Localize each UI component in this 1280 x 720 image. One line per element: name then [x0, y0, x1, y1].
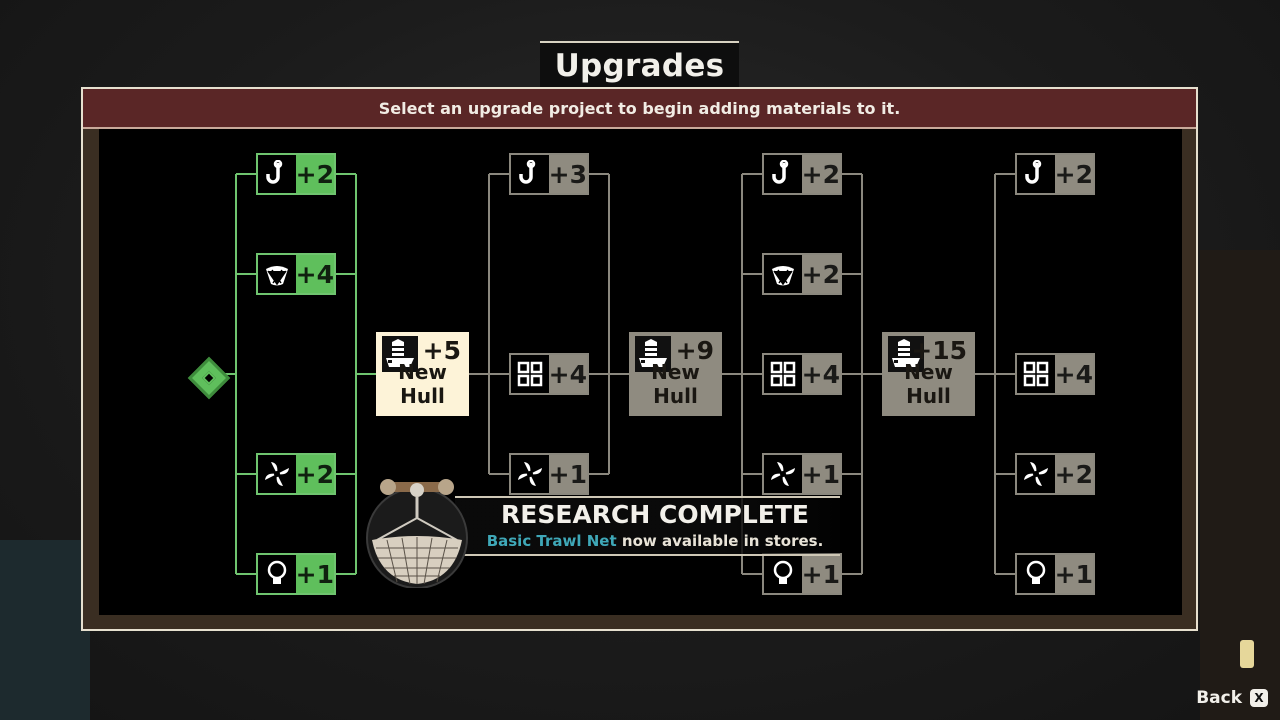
upgrade-value: +2 [1054, 455, 1093, 493]
upgrade-node-light[interactable]: +1 [762, 553, 842, 595]
notification-text: now available in stores. [621, 532, 824, 550]
back-label: Back [1196, 688, 1242, 708]
research-complete-banner [455, 496, 840, 556]
upgrade-value: +4 [548, 355, 587, 393]
upgrade-value: +2 [295, 455, 334, 493]
propeller-icon [1017, 455, 1055, 493]
upgrade-node-net[interactable]: +4 [256, 253, 336, 295]
light-bulb-icon [1017, 555, 1055, 593]
hull-value: +5 [422, 336, 461, 365]
propeller-icon [258, 455, 296, 493]
propeller-icon [764, 455, 802, 493]
hull-label: New Hull [904, 360, 953, 408]
upgrade-value: +2 [801, 155, 840, 193]
upgrade-node-hook[interactable]: +2 [1015, 153, 1095, 195]
ship-icon [635, 336, 671, 372]
notification-title: RESEARCH COMPLETE [501, 500, 809, 529]
x-key-icon: X [1250, 689, 1268, 707]
hook-icon [1017, 155, 1055, 193]
upgrade-value: +2 [1054, 155, 1093, 193]
upgrade-node-hook[interactable]: +2 [762, 153, 842, 195]
upgrade-value: +4 [295, 255, 334, 293]
screen-title: Upgrades [540, 41, 739, 90]
upgrade-value: +1 [801, 555, 840, 593]
upgrade-value: +1 [801, 455, 840, 493]
instruction-banner: Select an upgrade project to begin addin… [83, 89, 1196, 129]
hull-upgrade-3[interactable]: +15 New Hull [882, 332, 975, 416]
hull-label: New Hull [651, 360, 700, 408]
hull-value: +15 [911, 336, 967, 365]
ship-icon [382, 336, 418, 372]
upgrade-node-light[interactable]: +1 [1015, 553, 1095, 595]
upgrade-value: +1 [1054, 555, 1093, 593]
upgrade-value: +4 [801, 355, 840, 393]
upgrade-node-hook[interactable]: +3 [509, 153, 589, 195]
grid-icon [511, 355, 549, 393]
upgrade-node-hook[interactable]: +2 [256, 153, 336, 195]
upgrade-node-storage[interactable]: +4 [1015, 353, 1095, 395]
ship-icon [888, 336, 924, 372]
hull-upgrade-1[interactable]: +5 New Hull [376, 332, 469, 416]
net-icon [258, 255, 296, 293]
upgrade-value: +4 [1054, 355, 1093, 393]
upgrade-value: +2 [295, 155, 334, 193]
upgrade-node-storage[interactable]: +4 [762, 353, 842, 395]
trawl-net-icon [366, 479, 468, 588]
upgrade-node-propeller[interactable]: +1 [509, 453, 589, 495]
light-bulb-icon [258, 555, 296, 593]
upgrade-node-propeller[interactable]: +2 [256, 453, 336, 495]
hook-icon [511, 155, 549, 193]
upgrade-value: +2 [801, 255, 840, 293]
upgrade-value: +1 [548, 455, 587, 493]
upgrade-value: +1 [295, 555, 334, 593]
hull-upgrade-2[interactable]: +9 New Hull [629, 332, 722, 416]
hull-label: New Hull [398, 360, 447, 408]
grid-icon [764, 355, 802, 393]
propeller-icon [511, 455, 549, 493]
notification-message: Basic Trawl Net now available in stores. [475, 532, 835, 550]
upgrade-node-propeller[interactable]: +1 [762, 453, 842, 495]
light-bulb-icon [764, 555, 802, 593]
net-icon [764, 255, 802, 293]
upgrade-value: +3 [548, 155, 587, 193]
hook-icon [764, 155, 802, 193]
upgrade-node-propeller[interactable]: +2 [1015, 453, 1095, 495]
notification-item: Basic Trawl Net [486, 532, 617, 550]
hook-icon [258, 155, 296, 193]
back-button[interactable]: Back X [1196, 688, 1268, 708]
upgrade-node-storage[interactable]: +4 [509, 353, 589, 395]
hull-value: +9 [675, 336, 714, 365]
upgrade-node-net[interactable]: +2 [762, 253, 842, 295]
grid-icon [1017, 355, 1055, 393]
upgrade-node-light[interactable]: +1 [256, 553, 336, 595]
